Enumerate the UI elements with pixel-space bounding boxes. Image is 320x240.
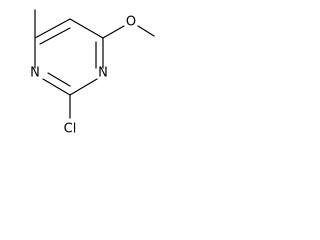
- molecule-structure: N N O Cl: [30, 9, 155, 137]
- bond-c5-c6: [69, 18, 104, 39]
- atom-n1: N: [98, 66, 108, 81]
- bond-c2-n3: [42, 78, 71, 96]
- atom-n3: N: [30, 66, 40, 81]
- atom-cl: Cl: [64, 122, 77, 137]
- bond-n1-c2: [69, 78, 98, 96]
- bond-c4-c5: [34, 18, 71, 39]
- bond-c6-o: [102, 25, 125, 39]
- bond-c4-c5-inner: [39, 27, 71, 45]
- atom-o: O: [126, 15, 136, 30]
- bond-c2-n3-inner: [47, 72, 71, 87]
- bond-o-methyl: [137, 25, 155, 37]
